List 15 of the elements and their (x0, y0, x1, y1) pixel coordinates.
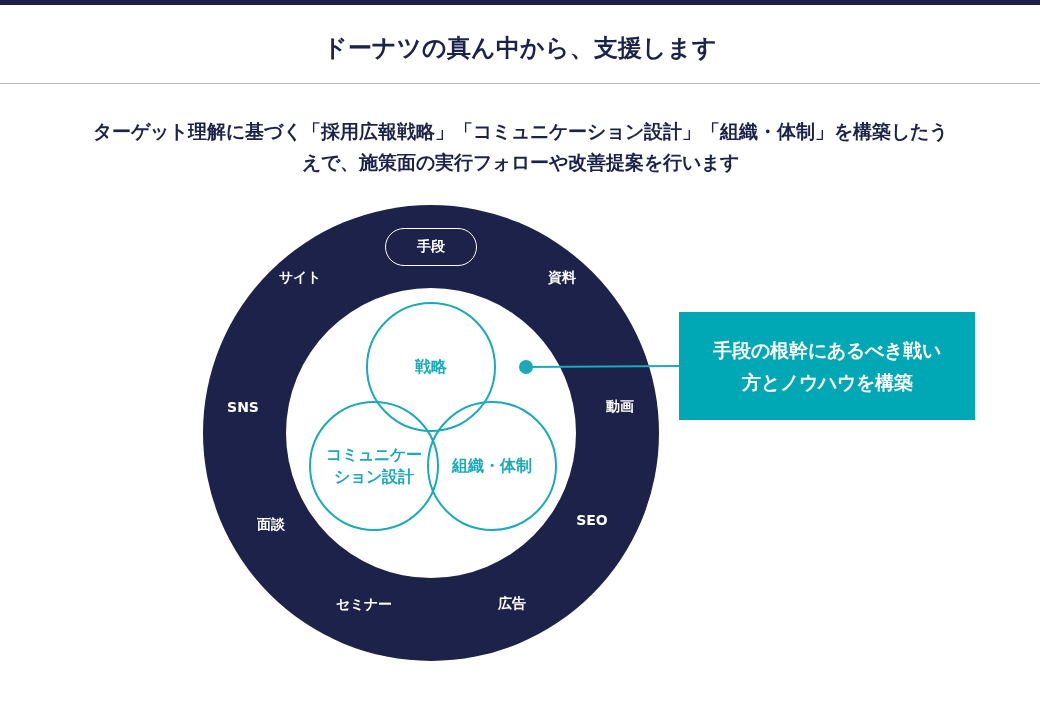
venn-circle: コミュニケーション設計 (309, 401, 439, 531)
venn-circle: 戦略 (366, 302, 496, 432)
leader-line (519, 360, 680, 374)
venn-circle: 組織・体制 (427, 401, 557, 531)
ring-label: サイト (279, 269, 321, 287)
title: ドーナツの真ん中から、支援します (322, 33, 718, 64)
callout-box: 手段の根幹にあるべき戦い方とノウハウを構築 (679, 312, 975, 420)
ring-label: セミナー (336, 596, 392, 614)
ring-label: 動画 (606, 398, 634, 416)
ring-label: SNS (227, 399, 259, 415)
ring-label: 面談 (257, 516, 285, 534)
ring-label: 広告 (498, 595, 526, 613)
ring-label: SEO (576, 512, 608, 528)
subtitle: ターゲット理解に基づく「採用広報戦略」「コミュニケーション設計」「組織・体制」を構築したうえで、施策面の実行フォローや改善提案を行います (91, 119, 949, 175)
ring-label: 資料 (548, 269, 576, 287)
